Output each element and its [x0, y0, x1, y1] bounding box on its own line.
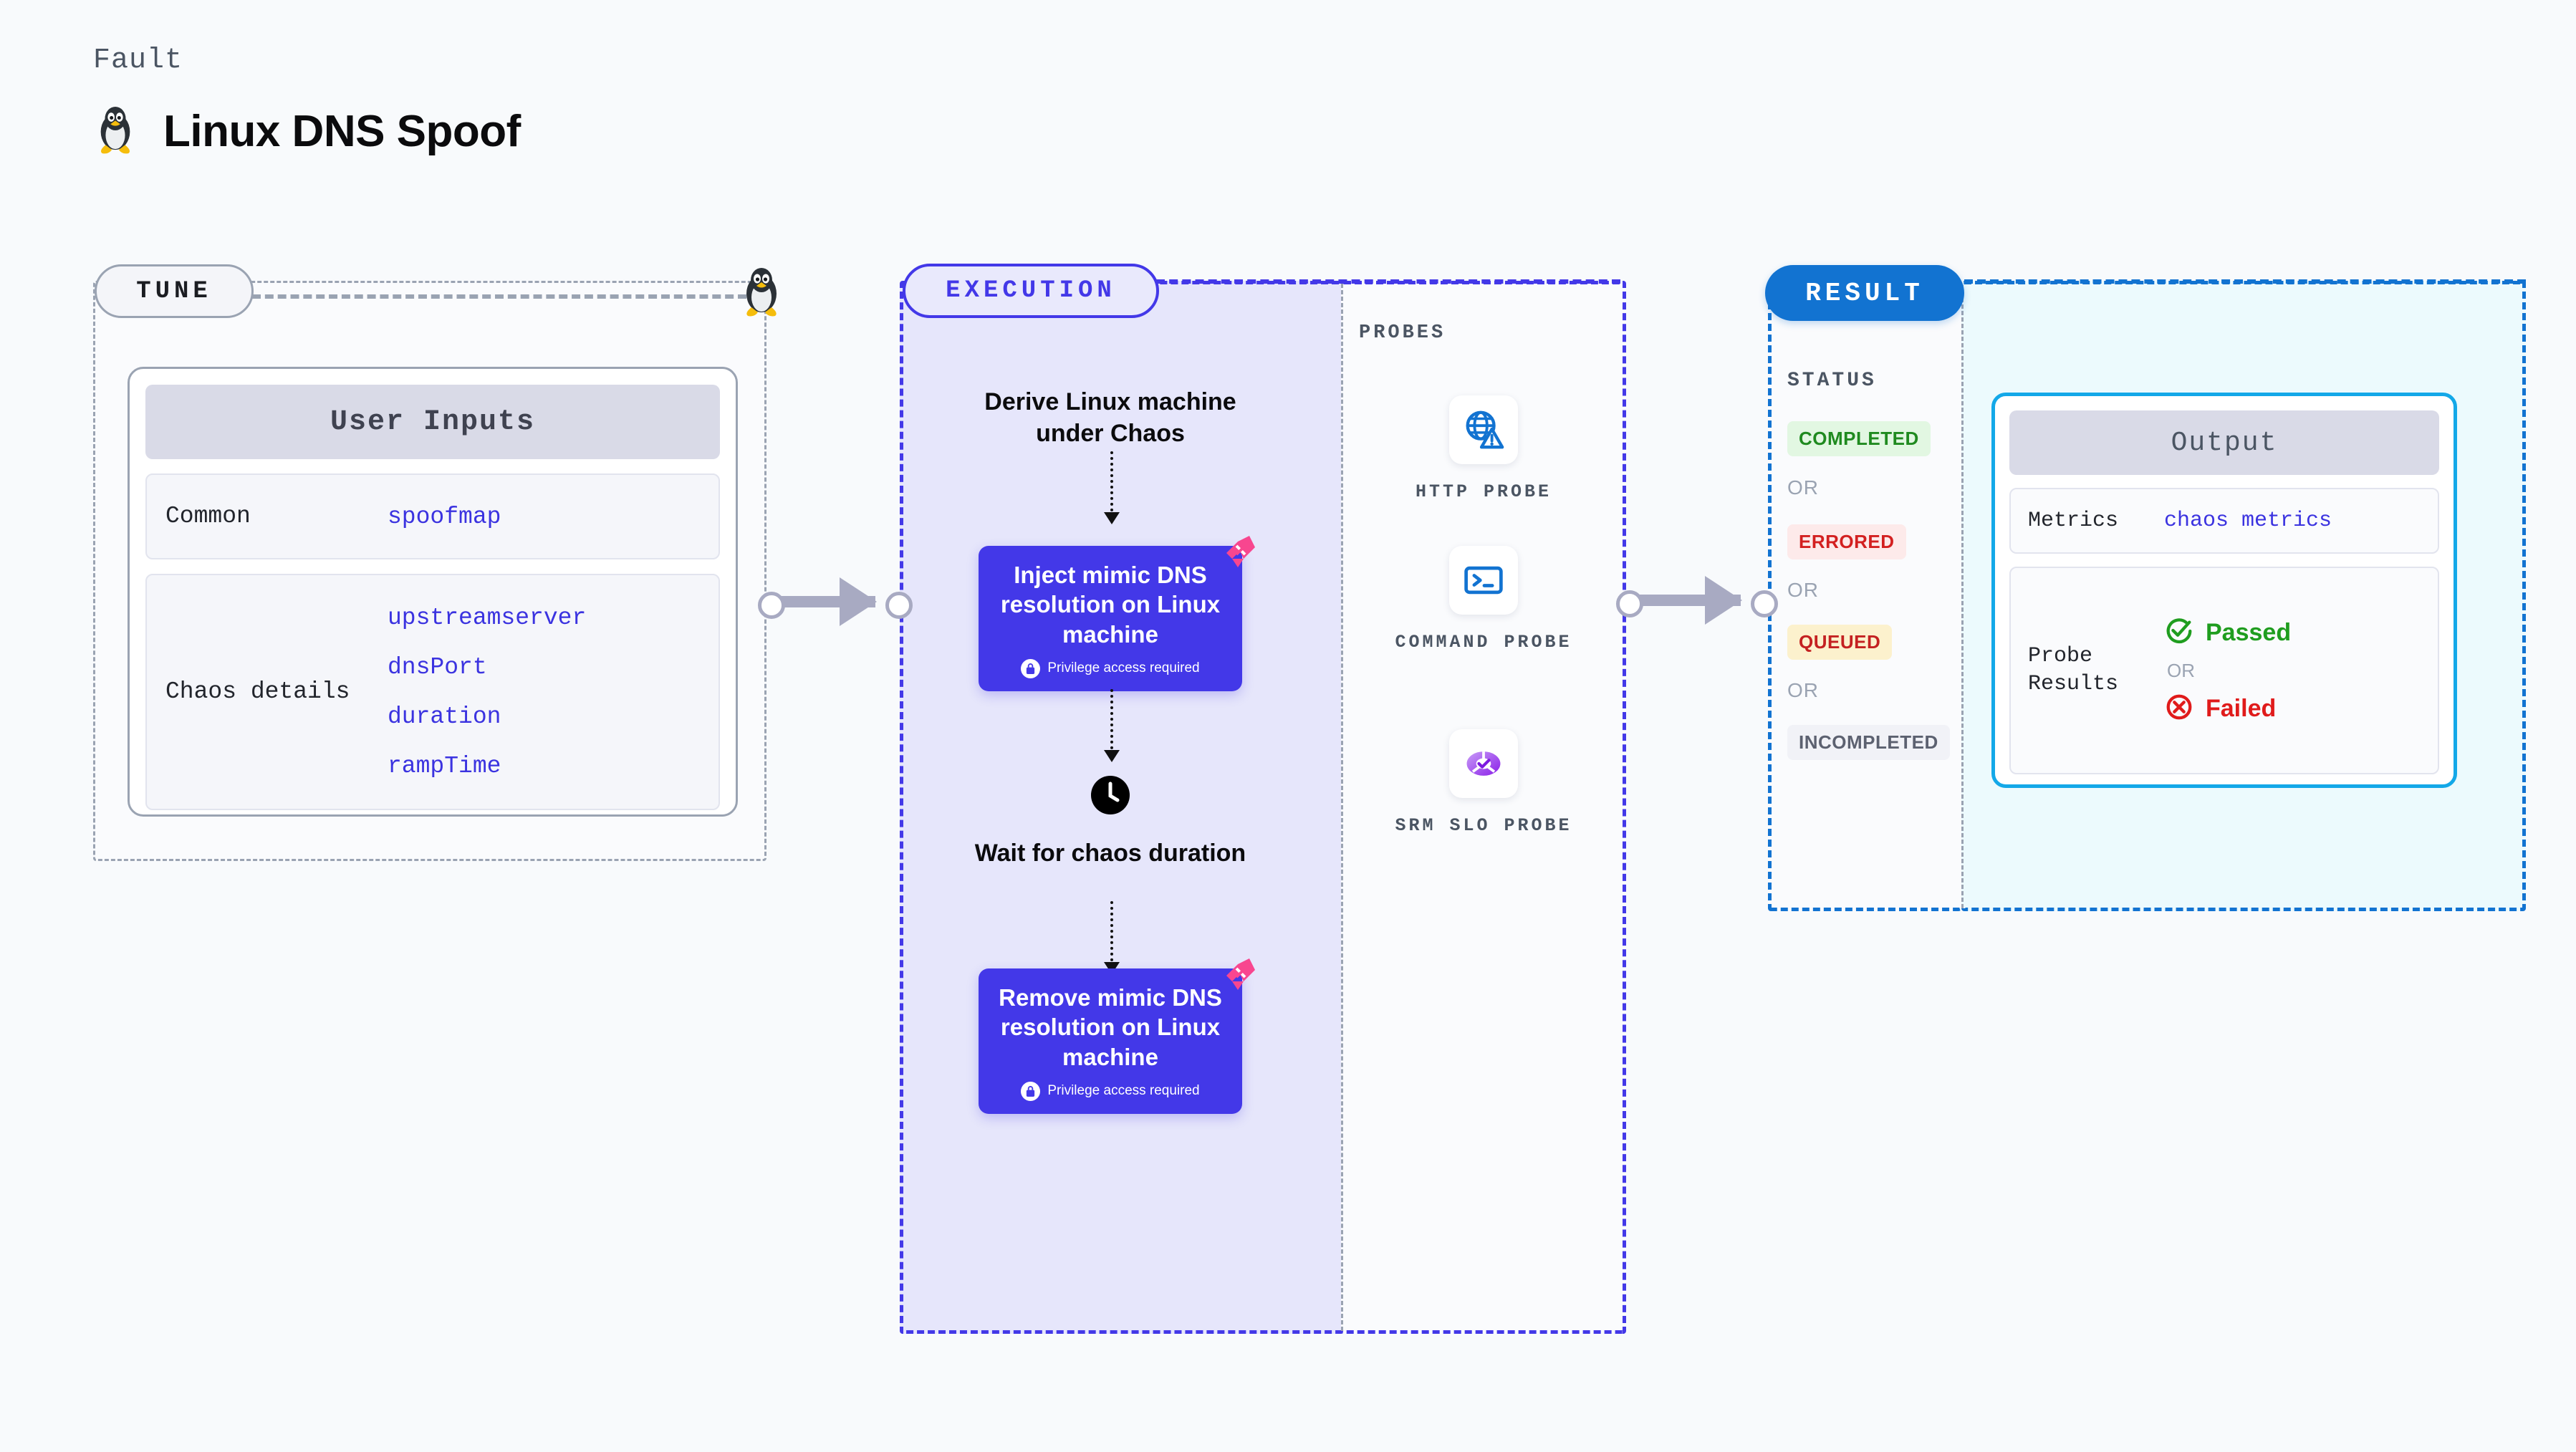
user-inputs-title: User Inputs [145, 385, 720, 459]
probe-result-or: OR [2167, 659, 2195, 681]
output-title: Output [2009, 410, 2439, 475]
lock-icon [1021, 658, 1041, 678]
input-row-label: Chaos details [165, 678, 350, 706]
probe-result-passed-label: Passed [2206, 618, 2292, 646]
probe-results-values: Passed OR Failed [2164, 616, 2291, 726]
input-value[interactable]: upstreamserver [388, 605, 587, 631]
probe-label: HTTP PROBE [1415, 481, 1552, 502]
status-or-1: OR [1787, 476, 1819, 499]
task-subtext-label: Privilege access required [1047, 1083, 1200, 1099]
input-row-values: spoofmap [388, 504, 501, 530]
execution-top-dashed-line [1156, 279, 1620, 284]
probe-result-passed: Passed [2164, 616, 2291, 650]
input-value[interactable]: dnsPort [388, 654, 487, 681]
input-row-common: Common spoofmap [145, 473, 720, 559]
execution-probes-divider [1341, 284, 1343, 1331]
probes-section-label: PROBES [1359, 322, 1446, 344]
flow-step-derive: Derive Linux machine under Chaos [984, 388, 1236, 447]
linux-penguin-icon [738, 265, 785, 318]
flow-step-wait: Wait for chaos duration [974, 840, 1246, 867]
output-row-label: Probe Results [2028, 644, 2119, 696]
task-subtext-label: Privilege access required [1047, 660, 1200, 676]
slo-donut-check-icon [1449, 729, 1518, 798]
status-badge-queued: QUEUED [1787, 625, 1893, 660]
input-row-values: upstreamserver dnsPort duration rampTime [388, 605, 586, 779]
result-inner-divider [1961, 285, 1964, 908]
linux-penguin-icon [93, 104, 138, 159]
probe-label: SRM SLO PROBE [1395, 815, 1572, 836]
clock-icon [1090, 775, 1130, 815]
execution-stage-pill[interactable]: EXECUTION [903, 264, 1159, 318]
input-value[interactable]: duration [388, 703, 501, 730]
page-title: Linux DNS Spoof [163, 107, 521, 156]
terminal-icon [1449, 546, 1518, 615]
task-title: Remove mimic DNS resolution on Linux mac… [999, 984, 1222, 1070]
flow-arrow-2 [1104, 689, 1120, 762]
probe-label: COMMAND PROBE [1395, 632, 1572, 653]
flow-arrow-3 [1104, 901, 1120, 974]
status-badge-completed: COMPLETED [1787, 421, 1931, 456]
output-row-probe-results: Probe Results Passed OR [2009, 567, 2439, 774]
page-header: Fault Linux DNS Spoof [93, 44, 521, 159]
status-badge-incompleted: INCOMPLETED [1787, 725, 1950, 760]
fault-kicker: Fault [93, 44, 183, 77]
input-row-chaos-details: Chaos details upstreamserver dnsPort dur… [145, 574, 720, 810]
status-badge-errored: ERRORED [1787, 524, 1906, 559]
output-row-label: Metrics [2028, 508, 2119, 533]
probe-result-failed-label: Failed [2206, 694, 2277, 722]
task-subtext: Privilege access required [1021, 1081, 1200, 1101]
input-row-label: Common [165, 503, 251, 530]
output-row-metrics: Metrics chaos metrics [2009, 488, 2439, 554]
probe-http[interactable]: HTTP PROBE [1394, 395, 1573, 504]
status-section-label: STATUS [1787, 370, 1877, 392]
litmus-chaos-icon [1216, 529, 1262, 574]
litmus-chaos-icon [1216, 951, 1262, 997]
probe-command[interactable]: COMMAND PROBE [1394, 546, 1573, 655]
check-circle-icon [2164, 616, 2194, 650]
task-title: Inject mimic DNS resolution on Linux mac… [1000, 562, 1221, 648]
x-circle-icon [2164, 692, 2194, 726]
flow-arrow-1 [1104, 451, 1120, 524]
lock-icon [1021, 1081, 1041, 1101]
probe-srm-slo[interactable]: SRM SLO PROBE [1394, 729, 1573, 838]
tune-top-dashed-line [252, 294, 746, 299]
input-value[interactable]: spoofmap [388, 503, 501, 530]
probe-result-failed: Failed [2164, 692, 2291, 726]
globe-warning-icon [1449, 395, 1518, 464]
title-row: Linux DNS Spoof [93, 104, 521, 159]
tune-stage-pill[interactable]: TUNE [95, 264, 254, 318]
result-stage-pill[interactable]: RESULT [1765, 265, 1964, 321]
status-or-2: OR [1787, 579, 1819, 601]
input-value[interactable]: rampTime [388, 753, 501, 779]
output-card: Output Metrics chaos metrics Probe Resul… [1991, 393, 2457, 788]
task-remove-mimic-dns[interactable]: Remove mimic DNS resolution on Linux mac… [979, 958, 1255, 1114]
task-inject-mimic-dns[interactable]: Inject mimic DNS resolution on Linux mac… [979, 536, 1255, 691]
task-subtext: Privilege access required [1021, 658, 1200, 678]
output-metrics-value[interactable]: chaos metrics [2164, 509, 2332, 533]
status-or-3: OR [1787, 679, 1819, 701]
result-top-dashed-line [1964, 279, 2526, 284]
user-inputs-card: User Inputs Common spoofmap Chaos detail… [128, 367, 738, 817]
